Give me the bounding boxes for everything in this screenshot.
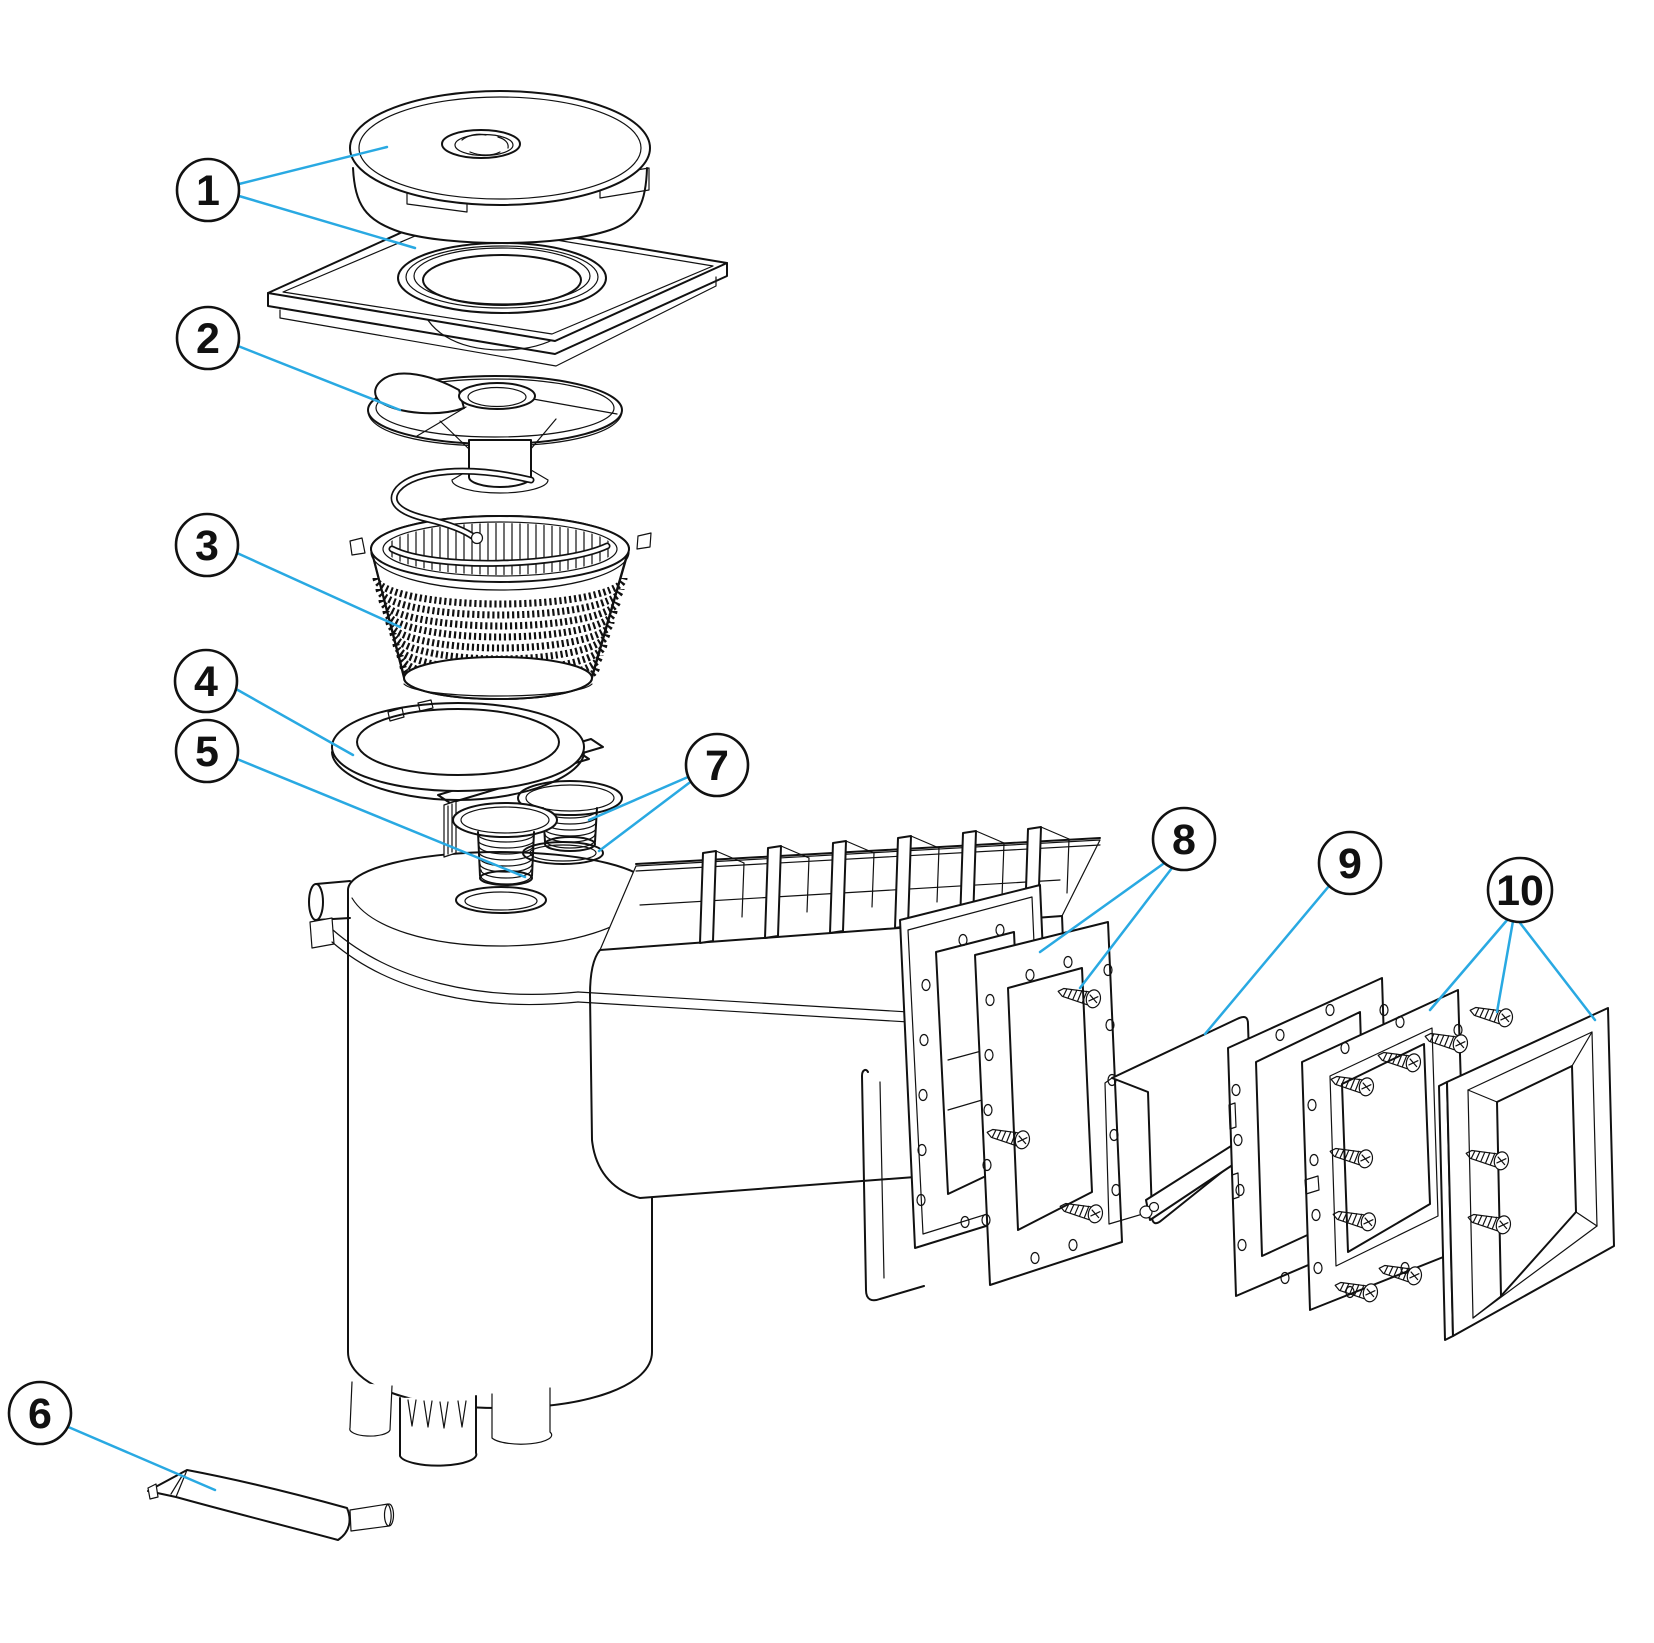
sealant-tube — [147, 1469, 395, 1541]
mounting-frame — [1301, 989, 1515, 1311]
skimmer-body — [308, 851, 653, 1467]
callout-10-label: 10 — [1496, 867, 1544, 915]
callout-3: 3 — [174, 512, 240, 578]
callout-2-label: 2 — [196, 315, 220, 363]
gasket-frame — [974, 921, 1123, 1286]
far-side-frame — [861, 1068, 925, 1302]
round-lid — [349, 90, 651, 244]
weir-flap — [1104, 1015, 1253, 1225]
callout-8-label: 8 — [1172, 816, 1196, 864]
callout-6-label: 6 — [28, 1390, 52, 1438]
callout-10: 10 — [1486, 856, 1554, 924]
callout-6: 6 — [7, 1380, 73, 1446]
callout-9-label: 9 — [1338, 840, 1362, 888]
callout-9: 9 — [1317, 830, 1383, 896]
clamp-ring — [331, 699, 585, 801]
callout-7: 7 — [684, 732, 750, 798]
callout-3-label: 3 — [195, 522, 219, 570]
extension-collar — [267, 214, 728, 367]
trim-frame — [1438, 1007, 1615, 1341]
callout-7-label: 7 — [705, 742, 729, 790]
callout-5: 5 — [174, 718, 240, 784]
callout-1-label: 1 — [196, 167, 220, 215]
callout-5-label: 5 — [195, 728, 219, 776]
callout-1: 1 — [175, 157, 241, 223]
diverter-plate — [367, 372, 623, 545]
strainer-basket — [349, 515, 652, 700]
callout-4-label: 4 — [194, 658, 218, 706]
callout-4: 4 — [173, 648, 239, 714]
callout-8: 8 — [1151, 806, 1217, 872]
leader-lines — [64, 145, 1597, 1492]
callout-2: 2 — [175, 305, 241, 371]
body-top-opening — [455, 886, 547, 914]
lid-logo — [441, 129, 521, 159]
